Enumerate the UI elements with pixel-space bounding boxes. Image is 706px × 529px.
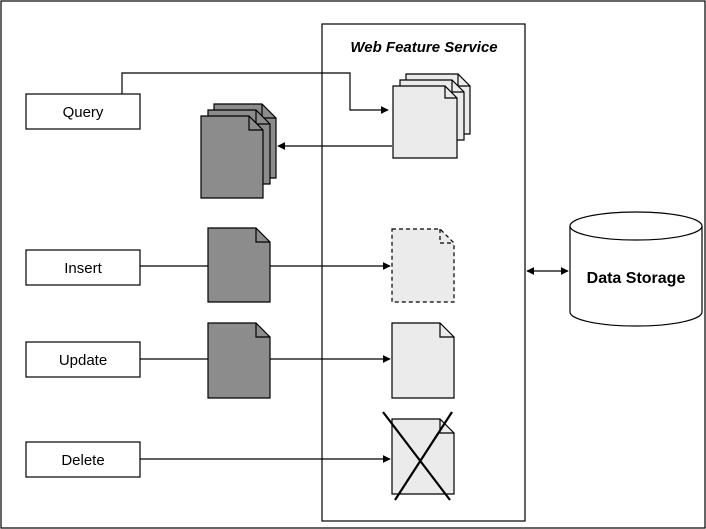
query-result-document-stack xyxy=(200,103,277,199)
wfs-title: Web Feature Service xyxy=(350,39,497,56)
data-storage-label: Data Storage xyxy=(587,270,686,287)
delete-cross-line-a xyxy=(382,411,451,501)
insert-document xyxy=(207,227,271,303)
data-storage-cylinder: Data Storage xyxy=(569,211,703,327)
delete-label: Delete xyxy=(61,452,104,469)
delete-box: Delete xyxy=(25,441,141,478)
update-document xyxy=(207,322,271,399)
delete-cross-line-b xyxy=(394,411,453,501)
insert-box: Insert xyxy=(25,249,141,286)
inserted-feature-document xyxy=(391,228,455,303)
query-box: Query xyxy=(25,93,141,130)
deleted-feature-document xyxy=(382,411,455,501)
update-box: Update xyxy=(25,341,141,378)
wfs-query-document-stack xyxy=(392,73,471,159)
updated-feature-document xyxy=(391,322,455,399)
query-label: Query xyxy=(63,104,104,121)
query-request-arrow xyxy=(121,72,389,114)
insert-label: Insert xyxy=(64,260,102,277)
update-label: Update xyxy=(59,352,107,369)
